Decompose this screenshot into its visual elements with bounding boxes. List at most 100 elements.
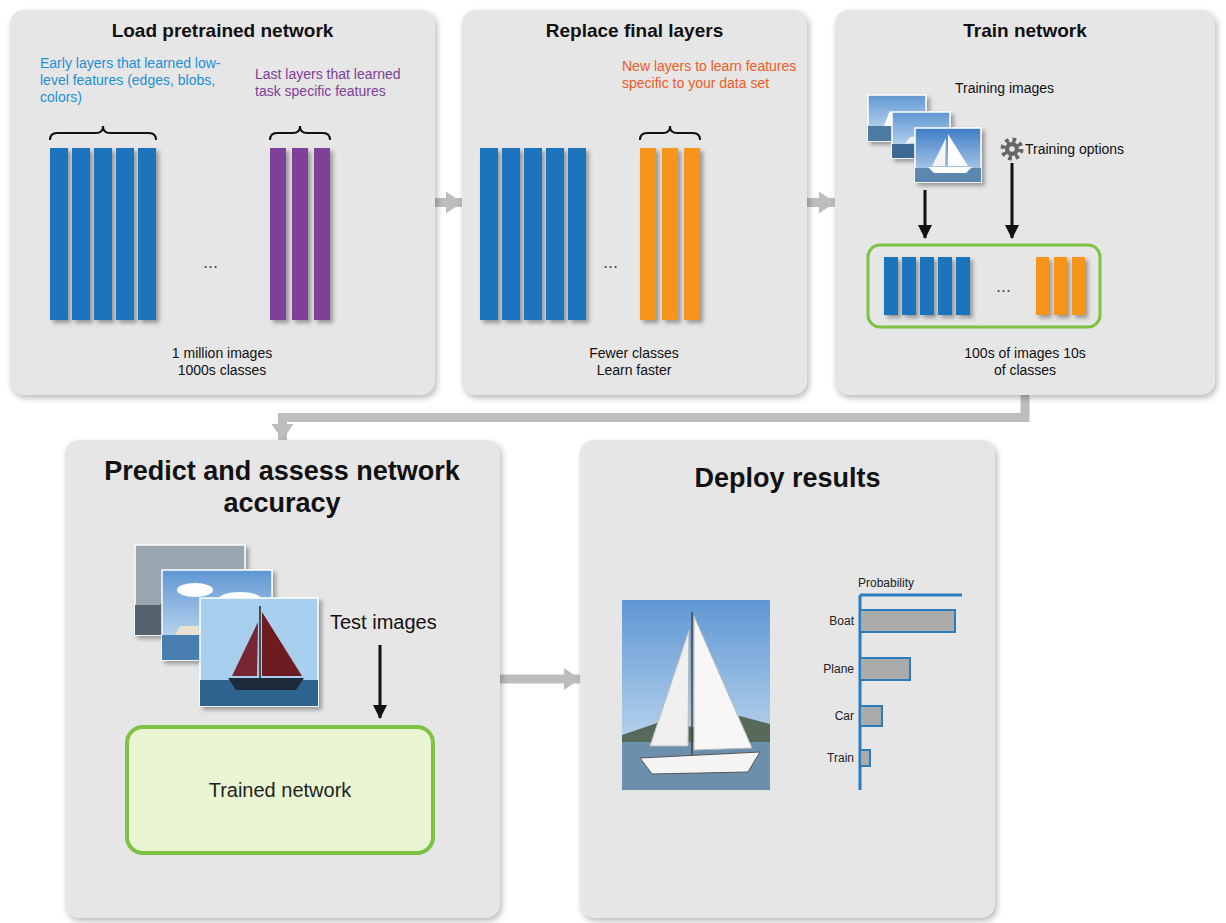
brace [50,126,156,140]
ellipsis: ... [203,252,218,274]
test-images [135,605,245,635]
step-title: Load pretrained network [10,20,435,43]
training-images [928,167,972,173]
early-layers [920,257,934,315]
flow-arrow [807,198,835,207]
probability-chart [860,706,882,726]
test-images [218,592,262,608]
new-layers [640,148,700,320]
sailboat-photo [622,600,770,790]
sailboat-photo [622,600,770,790]
layer-note: New layers to learn features specific to… [622,58,797,92]
gear-icon [1009,146,1015,152]
test-images [162,635,272,660]
gear-icon [1003,140,1021,158]
early-layers [480,148,586,320]
network-outline [868,245,1100,327]
step-title: Deploy results [580,462,995,494]
early-layers [884,257,898,315]
brace [640,126,700,140]
early-layers [50,148,68,320]
test-images [162,570,272,660]
test-images [135,545,318,706]
early-layers [480,148,498,320]
new-layers [1036,257,1049,315]
early-layers [72,148,90,320]
training-images [915,168,981,182]
data-size: 1 million images 1000s classes [162,345,282,379]
sailboat-photo [694,616,752,750]
ellipsis: ... [996,276,1011,298]
early-layers [116,148,134,320]
layer-note: Last layers that learned task specific f… [255,66,405,100]
test-images [177,583,213,597]
training-images [868,126,926,141]
axis-title: Probability [858,576,914,590]
new-layers [1036,257,1085,315]
gear-icon [1005,142,1019,156]
early-layers [502,148,520,320]
training-images [892,144,950,158]
flow-arrow [435,198,462,207]
step-panel: Replace final layersNew layers to learn … [462,10,807,395]
brace [50,126,330,140]
test-images [232,622,258,676]
step-title: Replace final layers [462,20,807,43]
test-images [160,588,220,605]
ellipsis: ... [603,252,618,274]
category-label: Car [800,709,854,723]
brace [270,126,330,140]
gear-icon [1003,140,1021,158]
input-arrow [379,645,382,718]
early-layers [138,148,156,320]
brace [640,126,700,140]
training-images [932,138,946,166]
sailboat-photo [622,716,770,745]
early-layers [94,148,112,320]
probability-chart [860,658,910,680]
test-images [135,545,245,635]
network-box: Trained network [125,725,435,855]
test-images [259,606,261,678]
new-layers [1054,257,1067,315]
early-layers [50,148,156,320]
sailboat-photo [691,612,693,760]
step-panel: Load pretrained networkEarly layers that… [10,10,435,395]
training-images [905,136,925,144]
last-layers [292,148,308,320]
step-panel: Train networkTraining imagesTraining opt… [835,10,1215,395]
probability-chart [860,610,955,632]
test-images [200,680,318,706]
layer-note: Early layers that learned low-level feat… [40,55,230,105]
early-layers [546,148,564,320]
data-size: Fewer classes Learn faster [579,345,689,379]
sailboat-photo [650,630,689,746]
test-images [175,626,200,635]
flow-arrow [283,395,1026,440]
flow-arrow [500,675,580,684]
training-images [892,112,950,158]
training-images [915,128,981,182]
box-label: Trained network [209,778,352,802]
sailboat-photo [640,752,760,774]
new-layers [1072,257,1085,315]
test-images [200,598,318,706]
new-layers [684,148,700,320]
last-layers [314,148,330,320]
early-layers [938,257,952,315]
probability-chart [860,595,962,790]
training-images [884,110,896,126]
category-label: Plane [800,662,854,676]
category-label: Boat [800,614,854,628]
input-arrow [379,645,382,718]
training-images [868,95,926,141]
input-label: Training images [955,80,1095,97]
input-arrow [924,190,927,238]
input-arrow [1011,163,1014,238]
early-layers [524,148,542,320]
last-layers [270,148,330,320]
input-arrow [925,163,1012,238]
test-images [228,678,304,690]
early-layers [884,257,970,315]
probability-chart [860,750,870,766]
